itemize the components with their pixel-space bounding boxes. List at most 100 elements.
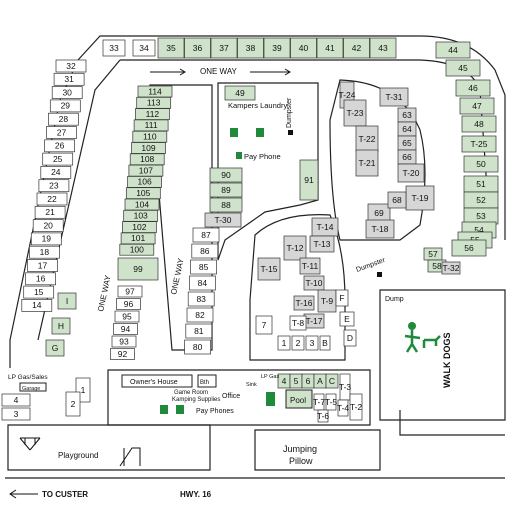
campsite-number: 14 <box>32 300 42 310</box>
walk-dogs-label: WALK DOGS <box>442 333 452 389</box>
campsite-number: 94 <box>121 324 131 334</box>
campsite-number: 99 <box>133 264 143 274</box>
campsite: 57 <box>423 247 443 261</box>
bath-box <box>197 374 217 388</box>
campsite-number: 80 <box>193 342 203 352</box>
campsite: T-14 <box>311 217 339 237</box>
campsite: T-32 <box>441 261 461 275</box>
campsite: 15 <box>23 285 55 299</box>
owners-house-label: Owner's House <box>130 379 178 386</box>
slide-icon <box>119 447 141 467</box>
campsite-number: 1 <box>81 385 86 395</box>
walk-dogs-area <box>379 289 506 421</box>
hwy16-label: HWY. 16 <box>180 490 212 499</box>
campsite: 37 <box>210 37 238 59</box>
campsite-number: T-31 <box>385 92 402 102</box>
campsite-number: 65 <box>402 138 412 148</box>
campsite-number: 110 <box>143 131 157 141</box>
campsite-number: 42 <box>352 43 362 53</box>
pay-phones-label: Pay Phones <box>196 408 234 415</box>
campsite: 83 <box>187 291 215 307</box>
campsite: 82 <box>186 307 214 323</box>
campsite-number: 96 <box>124 299 134 309</box>
campsite-number: F <box>339 293 344 303</box>
campsite: 4 <box>277 373 291 389</box>
campsite-number: A <box>317 376 323 386</box>
campsite-number: 28 <box>59 114 69 124</box>
campsite: 27 <box>46 126 77 139</box>
campsite-number: 87 <box>201 230 211 240</box>
campsite: 23 <box>38 179 70 193</box>
campsite-number: 40 <box>299 43 309 53</box>
campsite: 103 <box>123 209 159 222</box>
dumpster-marker <box>377 272 382 277</box>
campsite-number: I <box>66 296 68 306</box>
campsite-number: 24 <box>51 167 61 177</box>
campsite: D <box>343 329 357 347</box>
campsite-number: 112 <box>146 109 160 119</box>
campsite-number: 89 <box>221 185 231 195</box>
campsite-number: 32 <box>66 61 76 71</box>
campsite: 48 <box>461 115 497 133</box>
campsite-number: H <box>58 321 64 331</box>
campsite-number: 104 <box>135 199 149 209</box>
campsite: T-20 <box>397 163 425 183</box>
campsite-number: 90 <box>221 170 231 180</box>
pool-label: Pool <box>290 396 306 405</box>
campsite-number: 54 <box>474 225 484 235</box>
campsite: B <box>319 335 331 351</box>
campsite-number: 83 <box>196 294 206 304</box>
campsite-number: T-4 <box>337 403 350 413</box>
campsite-number: 109 <box>141 143 155 153</box>
campsite: T-30 <box>204 212 242 228</box>
campsite: 32 <box>55 59 87 73</box>
restroom-icon <box>256 128 264 137</box>
campsite: T-13 <box>309 235 335 253</box>
campsite-number: 103 <box>134 211 148 221</box>
campsite-number: 49 <box>235 88 245 98</box>
campsite-number: 41 <box>325 43 335 53</box>
campsite: T-21 <box>355 149 379 177</box>
campsite-number: 18 <box>40 247 50 257</box>
campsite-number: 23 <box>49 180 59 190</box>
owners-house-box <box>121 374 193 388</box>
laundry-block <box>217 82 319 261</box>
campsite: F <box>335 289 349 307</box>
campsite: 93 <box>111 335 137 348</box>
dumpster-mid-label: Dumpster <box>355 257 387 274</box>
restroom-icon <box>230 128 238 137</box>
campsite: 66 <box>397 149 417 165</box>
campsite: E <box>339 311 355 327</box>
campsite: 51 <box>463 175 499 193</box>
campsite: 3 <box>305 335 319 351</box>
campsite-number: 15 <box>34 287 44 297</box>
campsite: 42 <box>343 37 370 59</box>
arrow-west-icon <box>9 489 38 499</box>
campsite: 106 <box>127 176 162 188</box>
garage-box <box>19 382 47 392</box>
campsite: T-4 <box>337 399 350 417</box>
campsite-number: 102 <box>132 222 146 232</box>
campsite-number: 6 <box>306 376 311 386</box>
campsite-number: T-24 <box>338 90 355 100</box>
campsite-number: 114 <box>148 86 162 96</box>
walker-icon <box>408 322 416 330</box>
campsite: 22 <box>36 192 68 206</box>
campsite-number: 7 <box>262 320 267 330</box>
campsite: 18 <box>29 245 60 259</box>
jumping-pillow-area <box>254 429 381 471</box>
campsite: 65 <box>397 135 417 151</box>
campsite-number: T-12 <box>286 243 303 253</box>
campsite: 41 <box>316 37 344 59</box>
campsite-number: 50 <box>476 159 486 169</box>
campsite: T-8 <box>289 315 307 331</box>
campsite-number: 38 <box>246 43 256 53</box>
campsite: 21 <box>34 205 66 219</box>
campsite-number: T-11 <box>302 261 319 271</box>
campsite: 69 <box>367 203 391 223</box>
one-way-mid-label: ONE WAY <box>169 257 186 296</box>
campsite: 38 <box>237 37 264 59</box>
campsite: 46 <box>455 79 491 97</box>
campsite-number: 105 <box>136 188 150 198</box>
center-left-sites: 1141131121111101091081071061051041031021… <box>117 85 173 281</box>
